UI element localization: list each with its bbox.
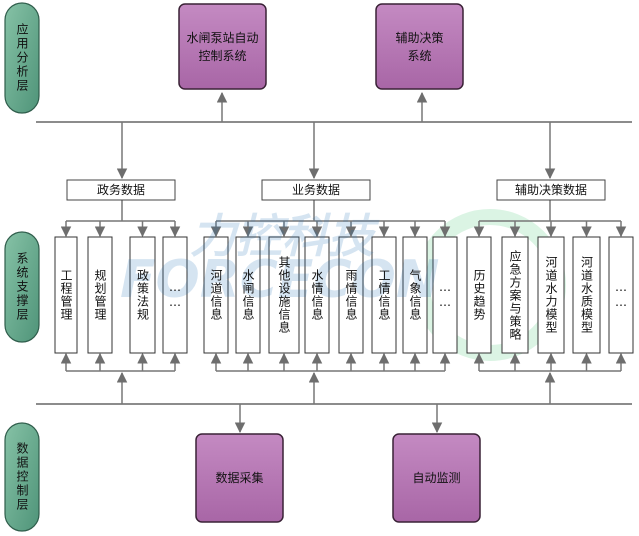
module-label: 河道水质模型 — [579, 256, 594, 334]
module-label: 政策法规 — [135, 269, 150, 321]
module-box — [87, 236, 113, 354]
module-box — [54, 236, 78, 354]
module-label: 应急方案与策略 — [508, 249, 522, 341]
layer-oval-data — [4, 422, 40, 532]
layer-oval-support — [4, 231, 40, 343]
module-box — [304, 236, 330, 354]
module-label: 规划管理 — [93, 269, 107, 321]
module-box — [501, 236, 529, 354]
module-label: 其他设施信息 — [277, 256, 291, 334]
layer-label-app: 应用分析层 — [15, 23, 29, 93]
module-label: 水情信息 — [310, 269, 324, 321]
module-label: 工情信息 — [377, 269, 391, 321]
module-label: 河道水力模型 — [544, 256, 558, 334]
module-box — [402, 236, 428, 354]
top-system-label-2: 辅助决策 系统 — [395, 30, 444, 63]
module-label: …… — [614, 280, 628, 310]
layer-oval-app — [4, 2, 40, 114]
module-box — [162, 236, 188, 354]
module-boxes — [54, 236, 634, 354]
module-box — [572, 236, 601, 354]
module-box — [371, 236, 397, 354]
bottom-system-box-2 — [392, 433, 481, 523]
module-box — [432, 236, 458, 354]
module-box — [608, 236, 634, 354]
bottom-system-label-2: 自动监测 — [412, 471, 461, 485]
module-label: …… — [438, 280, 452, 310]
module-box — [203, 236, 229, 354]
module-box — [235, 236, 261, 354]
category-label-gov: 政务数据 — [96, 183, 145, 197]
bottom-system-box-1 — [195, 433, 284, 523]
category-box-biz — [261, 179, 371, 201]
module-label: 工程管理 — [59, 269, 73, 321]
module-box — [537, 236, 565, 354]
module-label: …… — [168, 280, 182, 310]
module-box — [338, 236, 364, 354]
top-system-label-1: 水闸泵站自动 控制系统 — [186, 30, 259, 63]
layer-label-support: 系统支撑层 — [15, 252, 29, 322]
module-box — [129, 236, 156, 354]
module-label: 河道信息 — [209, 269, 223, 321]
category-box-gov — [66, 179, 176, 201]
module-box — [466, 236, 492, 354]
layer-label-data: 数据控制层 — [15, 442, 29, 512]
module-label: 水闸信息 — [241, 269, 255, 321]
category-box-aux — [496, 179, 606, 201]
category-label-aux: 辅助决策数据 — [514, 183, 587, 197]
module-label: 气象信息 — [408, 269, 422, 321]
top-system-box-1 — [178, 3, 267, 90]
distribution-arrows — [60, 220, 627, 404]
module-label: 雨情信息 — [344, 269, 358, 321]
module-box — [268, 236, 300, 354]
module-label: 历史趋势 — [472, 269, 486, 321]
category-label-biz: 业务数据 — [291, 183, 340, 197]
top-system-box-2 — [375, 3, 464, 90]
bottom-system-label-1: 数据采集 — [215, 471, 264, 485]
